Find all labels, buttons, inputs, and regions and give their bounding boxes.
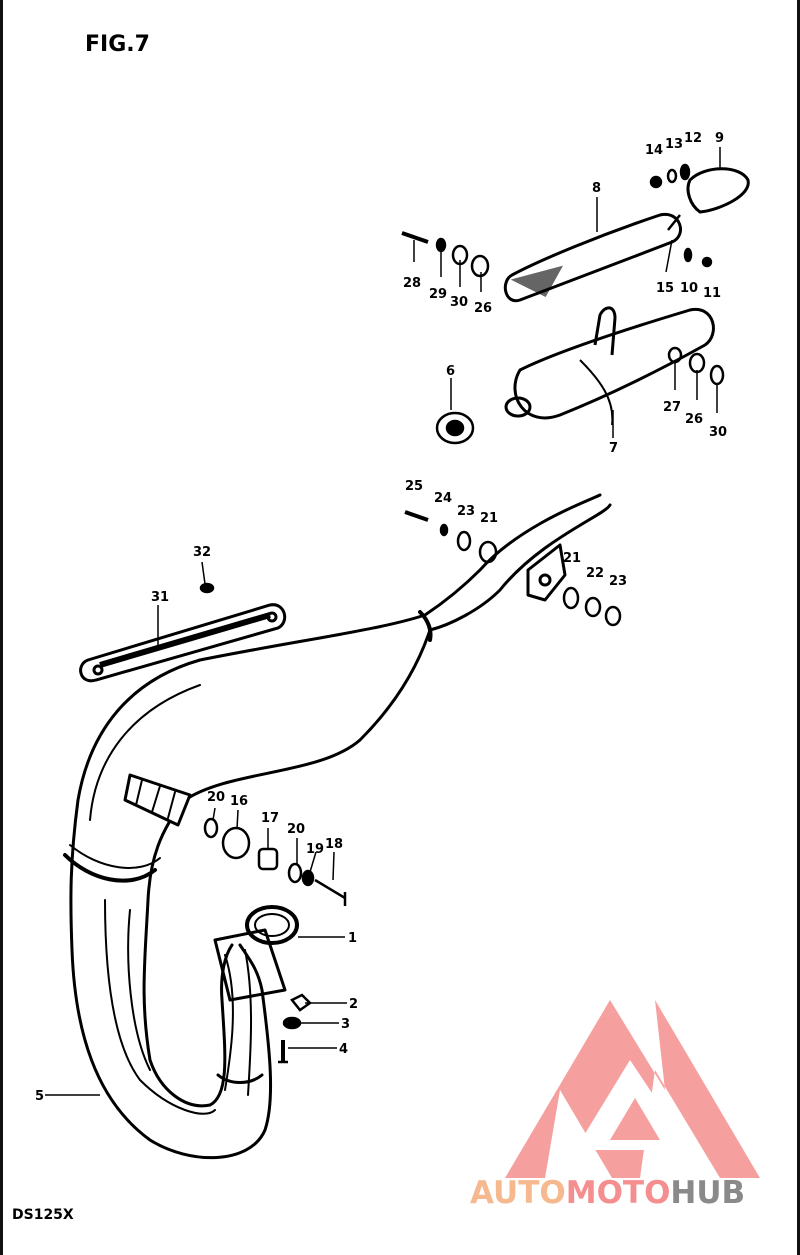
callout-7: 7	[609, 441, 618, 456]
heat-shield-drawing	[79, 603, 287, 683]
callout-14: 14	[645, 143, 663, 158]
callout-31: 31	[151, 590, 169, 605]
watermark-moto: MOTO	[565, 1175, 671, 1211]
callout-1: 1	[348, 931, 357, 946]
callout-32: 32	[193, 545, 211, 560]
right-border	[797, 0, 800, 1255]
callout-21a: 21	[480, 511, 498, 526]
hardware-parts-drawing	[199, 163, 725, 1064]
callout-12: 12	[684, 131, 702, 146]
gasket-drawing	[245, 905, 299, 945]
callout-23b: 23	[609, 574, 627, 589]
callout-6: 6	[446, 364, 455, 379]
callout-26a: 26	[474, 301, 492, 316]
callout-2: 2	[349, 997, 358, 1012]
callout-26b: 26	[685, 412, 703, 427]
silencer-drawing	[504, 306, 715, 426]
callout-23a: 23	[457, 504, 475, 519]
callout-19: 19	[306, 842, 324, 857]
tail-pipe-drawing	[503, 167, 750, 303]
callout-16: 16	[230, 794, 248, 809]
callout-15: 15	[656, 281, 674, 296]
callout-numbers: 1 2 3 4 5 6 7 8 9 10 11 12 13 14 15 16 1…	[35, 131, 727, 1104]
callout-20a: 20	[207, 790, 225, 805]
watermark-hub: HUB	[670, 1175, 746, 1211]
callout-22: 22	[586, 566, 604, 581]
callout-21b: 21	[563, 551, 581, 566]
callout-25: 25	[405, 479, 423, 494]
exhaust-pipe-drawing	[63, 493, 612, 1160]
watermark-auto: AUTO	[470, 1175, 566, 1211]
figure-title: FIG.7	[85, 32, 150, 57]
callout-20b: 20	[287, 822, 305, 837]
callout-3: 3	[341, 1017, 350, 1032]
callout-8: 8	[592, 181, 601, 196]
callout-17: 17	[261, 811, 279, 826]
callout-28: 28	[403, 276, 421, 291]
callout-18: 18	[325, 837, 343, 852]
left-border	[0, 0, 3, 1255]
callout-13: 13	[665, 137, 683, 152]
watermark-logo-icon	[505, 1000, 760, 1178]
callout-30a: 30	[450, 295, 468, 310]
leader-lines	[45, 147, 721, 1096]
watermark-text: AUTOMOTOHUB	[470, 1175, 745, 1211]
callout-10: 10	[680, 281, 698, 296]
callout-4: 4	[339, 1042, 348, 1057]
callout-11: 11	[703, 286, 721, 301]
callout-29: 29	[429, 287, 447, 302]
model-code: DS125X	[12, 1207, 74, 1223]
callout-27: 27	[663, 400, 681, 415]
callout-9: 9	[715, 131, 724, 146]
callout-24: 24	[434, 491, 452, 506]
callout-5: 5	[35, 1089, 44, 1104]
callout-30b: 30	[709, 425, 727, 440]
